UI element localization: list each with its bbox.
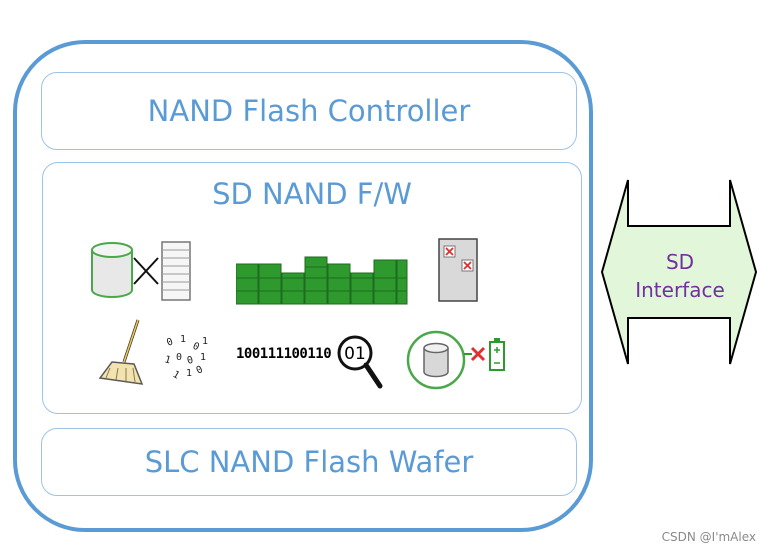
magnifier-digits: 01 [344,344,366,364]
controller-block: NAND Flash Controller [41,72,577,150]
svg-text:1: 1 [163,354,172,366]
binary-sequence: 100111100110 [236,346,332,362]
magnifier-icon: 01 [337,335,383,389]
svg-text:1: 1 [171,369,182,382]
svg-text:1: 1 [202,336,208,347]
svg-text:0: 0 [186,355,195,367]
svg-text:1: 1 [180,334,186,345]
sd-interface-arrow [600,179,758,365]
controller-label: NAND Flash Controller [147,94,471,128]
svg-text:0: 0 [165,336,174,348]
svg-text:0: 0 [176,352,182,363]
wafer-label: SLC NAND Flash Wafer [144,445,474,479]
watermark: CSDN @I'mAlex [661,530,756,544]
sd-interface-label: SD Interface [620,248,740,304]
broom-bits-icon: 0 1 0 1 1 0 0 1 1 1 0 [98,319,208,385]
bad-block-card-icon [438,238,478,302]
svg-text:1: 1 [200,352,206,363]
svg-text:0: 0 [191,341,201,354]
cylinder-x-table-icon [91,241,191,301]
wafer-block: SLC NAND Flash Wafer [41,428,577,496]
sd-interface-line2: Interface [635,278,725,302]
sd-interface-line1: SD [665,250,695,274]
green-block-grid-icon [236,256,408,305]
svg-text:0: 0 [195,364,205,377]
cylinder-battery-icon [406,330,505,390]
firmware-label: SD NAND F/W [212,177,412,211]
svg-text:1: 1 [186,368,192,379]
